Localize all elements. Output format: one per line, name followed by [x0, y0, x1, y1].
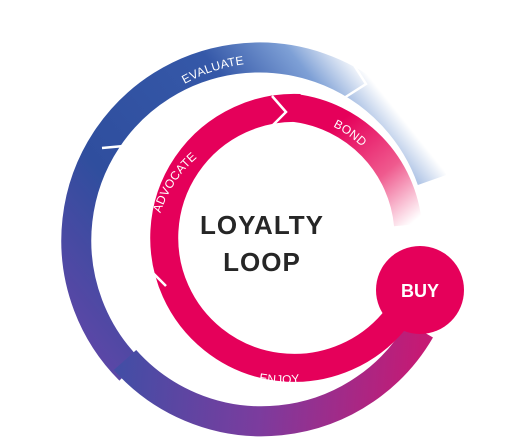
stage-label-consider: CONSIDER — [116, 273, 150, 338]
outer-chevron-evaluate — [343, 61, 368, 100]
outer-loop — [61, 42, 447, 437]
outer-chevron-left — [101, 144, 130, 169]
buy-label: BUY — [401, 281, 439, 301]
stage-label-enjoy: ENJOY — [258, 370, 300, 386]
inner-arc-left — [150, 93, 406, 382]
center-title-line2: LOOP — [223, 247, 301, 277]
inner-loop — [139, 93, 422, 382]
outer-arc-bottom — [113, 322, 433, 437]
buy-node: BUY — [376, 246, 464, 334]
inner-arc-bond — [292, 94, 422, 227]
inner-chevron-left — [139, 270, 167, 287]
outer-arc-main — [61, 42, 447, 381]
inner-chevron-top — [269, 95, 288, 129]
center-title-line1: LOYALTY — [200, 210, 324, 240]
buy-circle — [376, 246, 464, 334]
